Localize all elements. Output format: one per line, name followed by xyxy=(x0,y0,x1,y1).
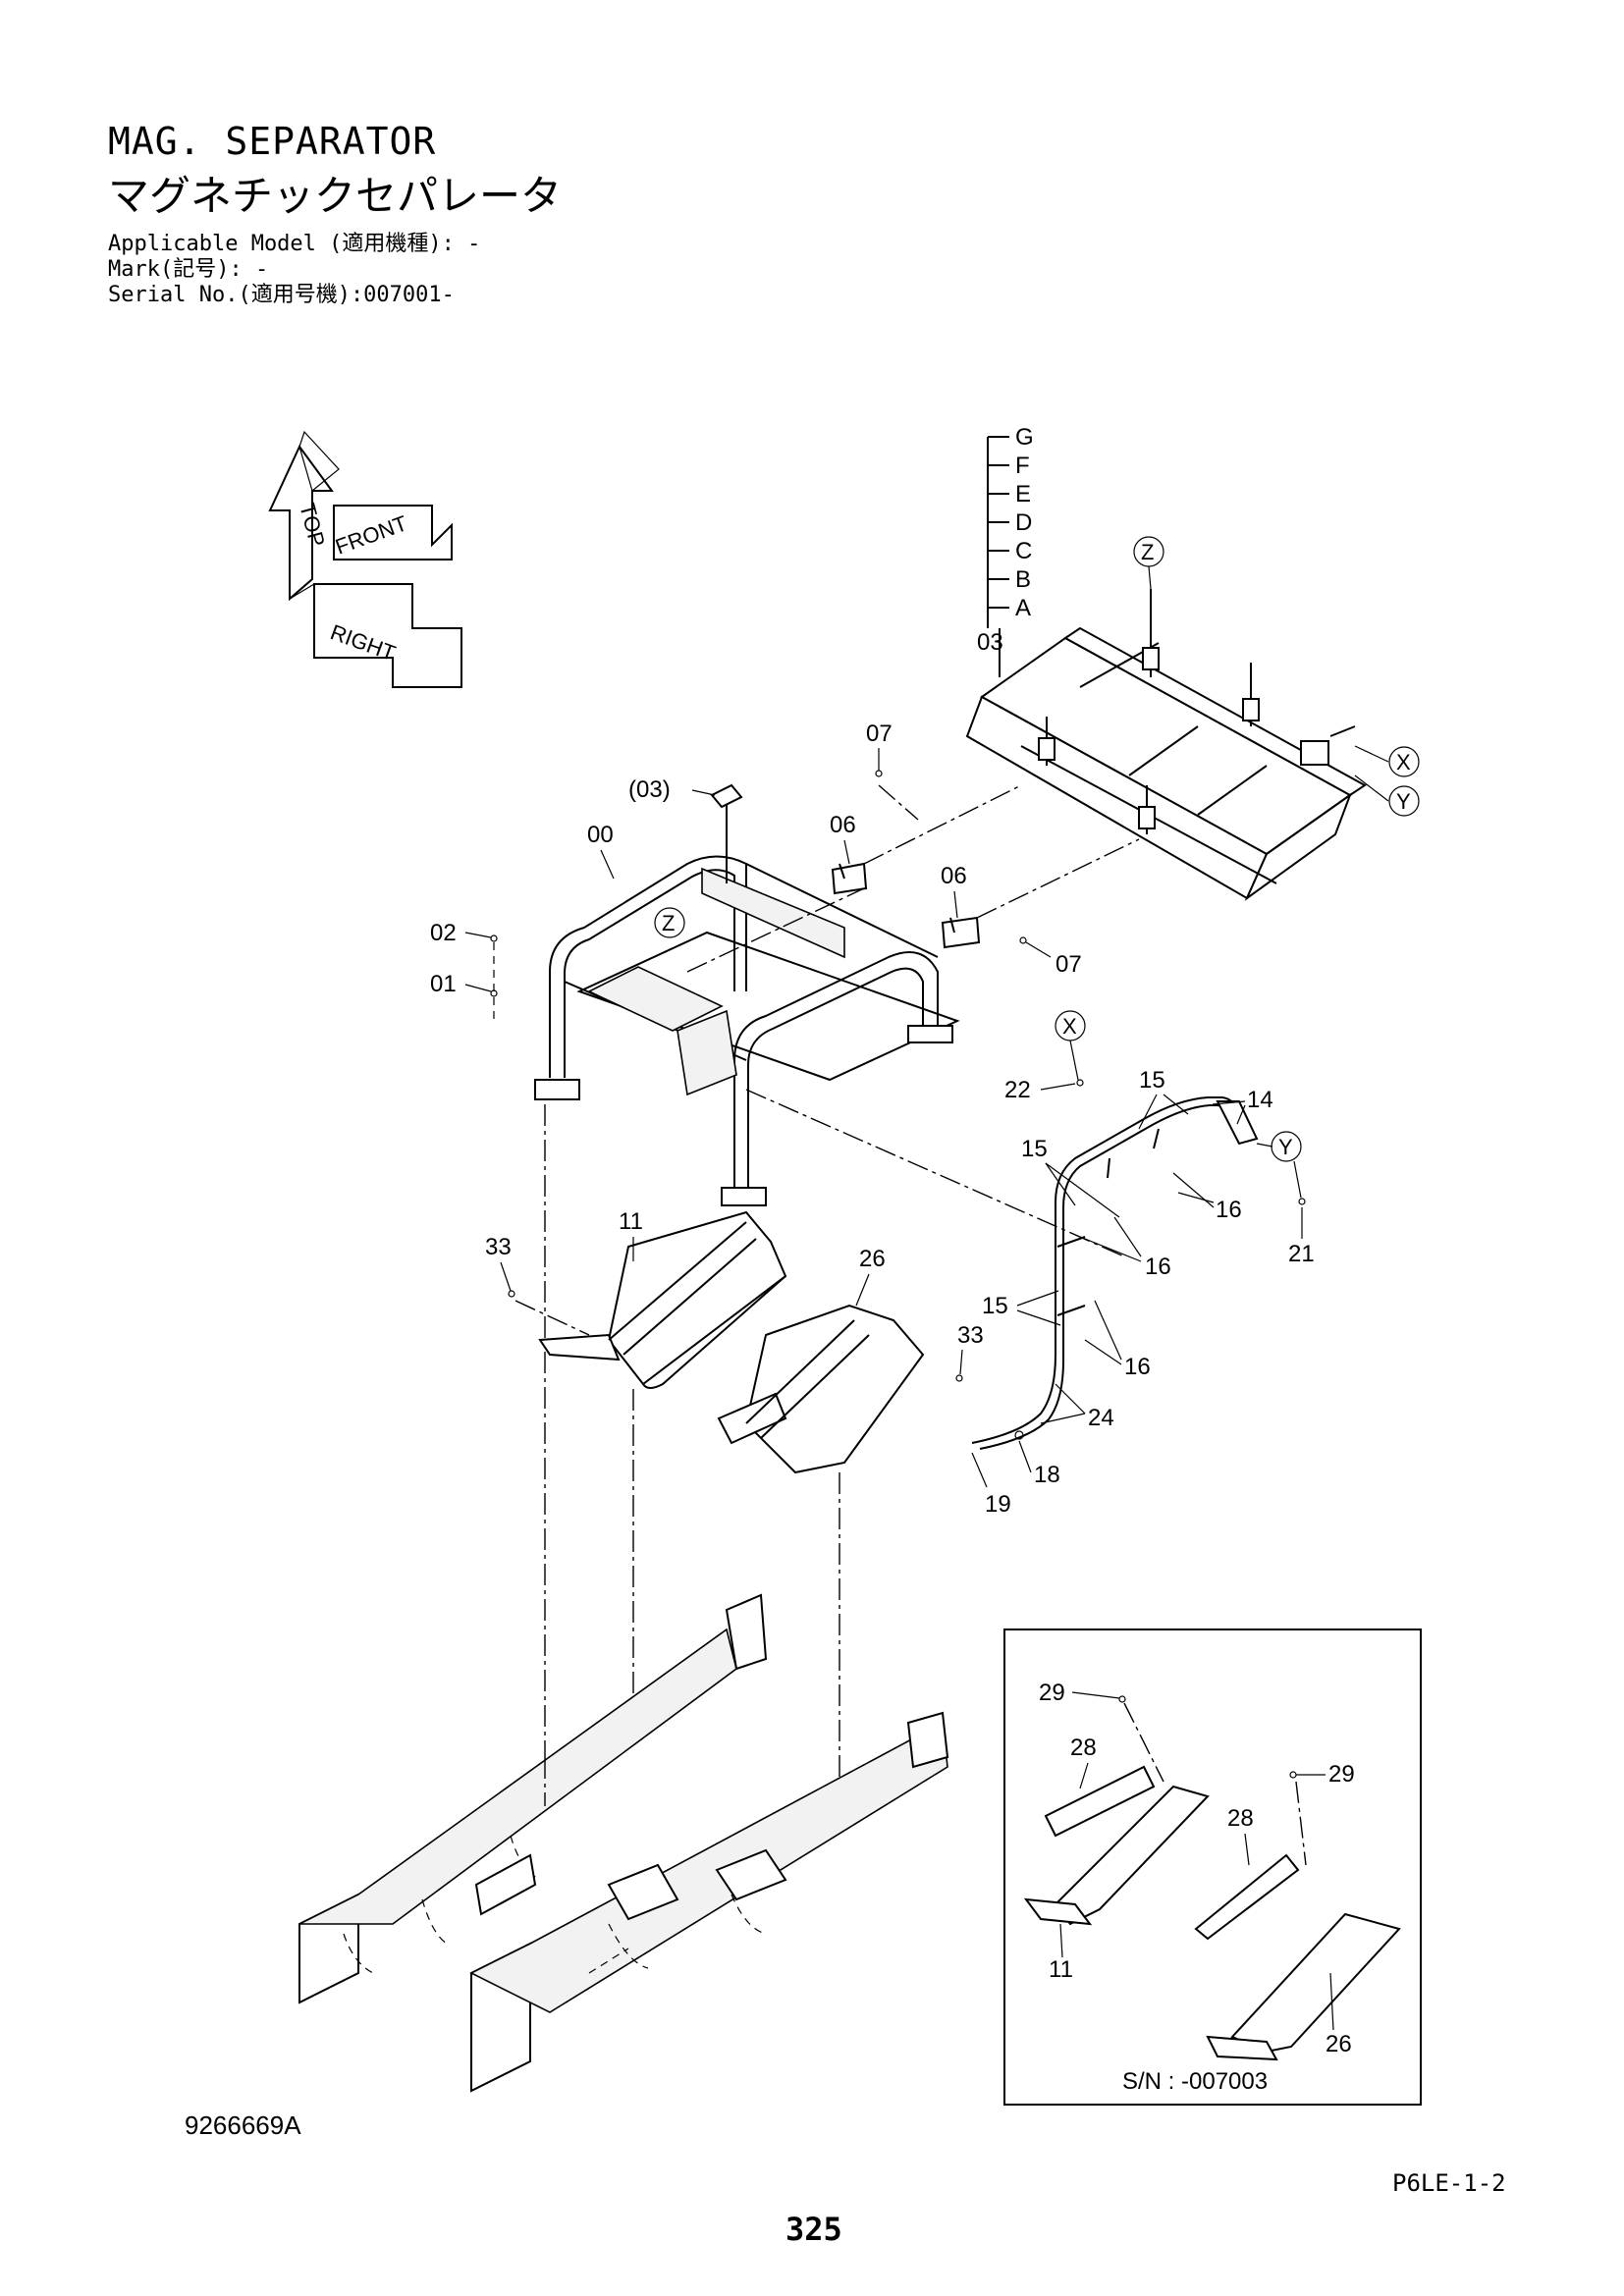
inset-callout-26: 26 xyxy=(1326,2031,1352,2057)
callout-19: 19 xyxy=(985,1491,1011,1518)
ref-mark-z-top: Z xyxy=(1141,540,1154,564)
drawing-number: 9266669A xyxy=(185,2110,301,2140)
callout-16-top: 16 xyxy=(1216,1197,1242,1223)
callout-02: 02 xyxy=(430,920,457,946)
ref-mark-y-hose: Y xyxy=(1278,1135,1293,1159)
callout-07-bottom: 07 xyxy=(1056,951,1082,978)
magnetic-separator-unit xyxy=(965,589,1367,901)
mark: Mark(記号): - xyxy=(108,257,269,282)
callout-06-left: 06 xyxy=(830,812,856,838)
callout-18: 18 xyxy=(1034,1462,1060,1488)
callout-01: 01 xyxy=(430,971,457,997)
variant-g: G xyxy=(1015,424,1034,451)
callout-21: 21 xyxy=(1288,1241,1315,1267)
support-frame xyxy=(534,783,960,1206)
callout-16-low: 16 xyxy=(1124,1354,1151,1380)
hose-assembly xyxy=(971,1096,1259,1450)
ref-mark-x-hose: X xyxy=(1062,1014,1077,1039)
variant-f: F xyxy=(1015,453,1030,479)
callout-16-mid: 16 xyxy=(1145,1254,1171,1280)
bracket-06-right xyxy=(941,916,981,949)
title-japanese: マグネチックセパレータ xyxy=(108,172,563,220)
applicable-model: Applicable Model (適用機種): - xyxy=(108,232,481,256)
callout-15-low: 15 xyxy=(982,1293,1008,1319)
callout-33-left: 33 xyxy=(485,1234,512,1260)
page-reference: P6LE-1-2 xyxy=(1392,2169,1506,2197)
callout-33-right: 33 xyxy=(957,1322,984,1349)
chute-26 xyxy=(717,1304,925,1474)
bracket-06-left xyxy=(831,862,868,895)
callout-14: 14 xyxy=(1247,1087,1273,1113)
ref-mark-y-unit: Y xyxy=(1396,789,1411,814)
variant-d: D xyxy=(1015,509,1032,536)
inset-callout-29-left: 29 xyxy=(1039,1680,1065,1706)
page-number: 325 xyxy=(785,2211,842,2248)
callout-03-ref: (03) xyxy=(628,776,671,803)
callout-15-top: 15 xyxy=(1139,1067,1165,1094)
variant-e: E xyxy=(1015,481,1031,507)
variant-b: B xyxy=(1015,566,1031,593)
orientation-indicator: TOP FRONT RIGHT xyxy=(268,430,462,688)
inset-callout-28-right: 28 xyxy=(1227,1805,1254,1832)
ref-mark-x-unit: X xyxy=(1396,750,1411,774)
callout-24: 24 xyxy=(1088,1405,1114,1431)
variant-c: C xyxy=(1015,538,1032,564)
variant-list: G F E D C B A xyxy=(987,424,1034,628)
callout-07-top: 07 xyxy=(866,721,893,747)
callout-22: 22 xyxy=(1004,1077,1031,1103)
inset-callout-29-right: 29 xyxy=(1328,1761,1355,1788)
callout-15-mid: 15 xyxy=(1021,1136,1048,1162)
inset-serial-note: S/N : -007003 xyxy=(1122,2068,1268,2095)
inset-variant-box xyxy=(1003,1629,1422,2106)
callout-06-right: 06 xyxy=(941,863,967,889)
callout-03: 03 xyxy=(977,629,1003,656)
inset-callout-28-left: 28 xyxy=(1070,1735,1097,1761)
callout-11: 11 xyxy=(619,1208,643,1235)
variant-a: A xyxy=(1015,595,1031,621)
title-english: MAG. SEPARATOR xyxy=(108,120,437,163)
lower-frame-rails xyxy=(298,1593,949,2093)
chute-11 xyxy=(538,1210,787,1389)
callout-26: 26 xyxy=(859,1246,886,1272)
serial-number: Serial No.(適用号機):007001- xyxy=(108,283,455,307)
inset-callout-11: 11 xyxy=(1049,1956,1073,1983)
callout-00: 00 xyxy=(587,822,614,848)
ref-mark-z-frame: Z xyxy=(662,911,675,935)
